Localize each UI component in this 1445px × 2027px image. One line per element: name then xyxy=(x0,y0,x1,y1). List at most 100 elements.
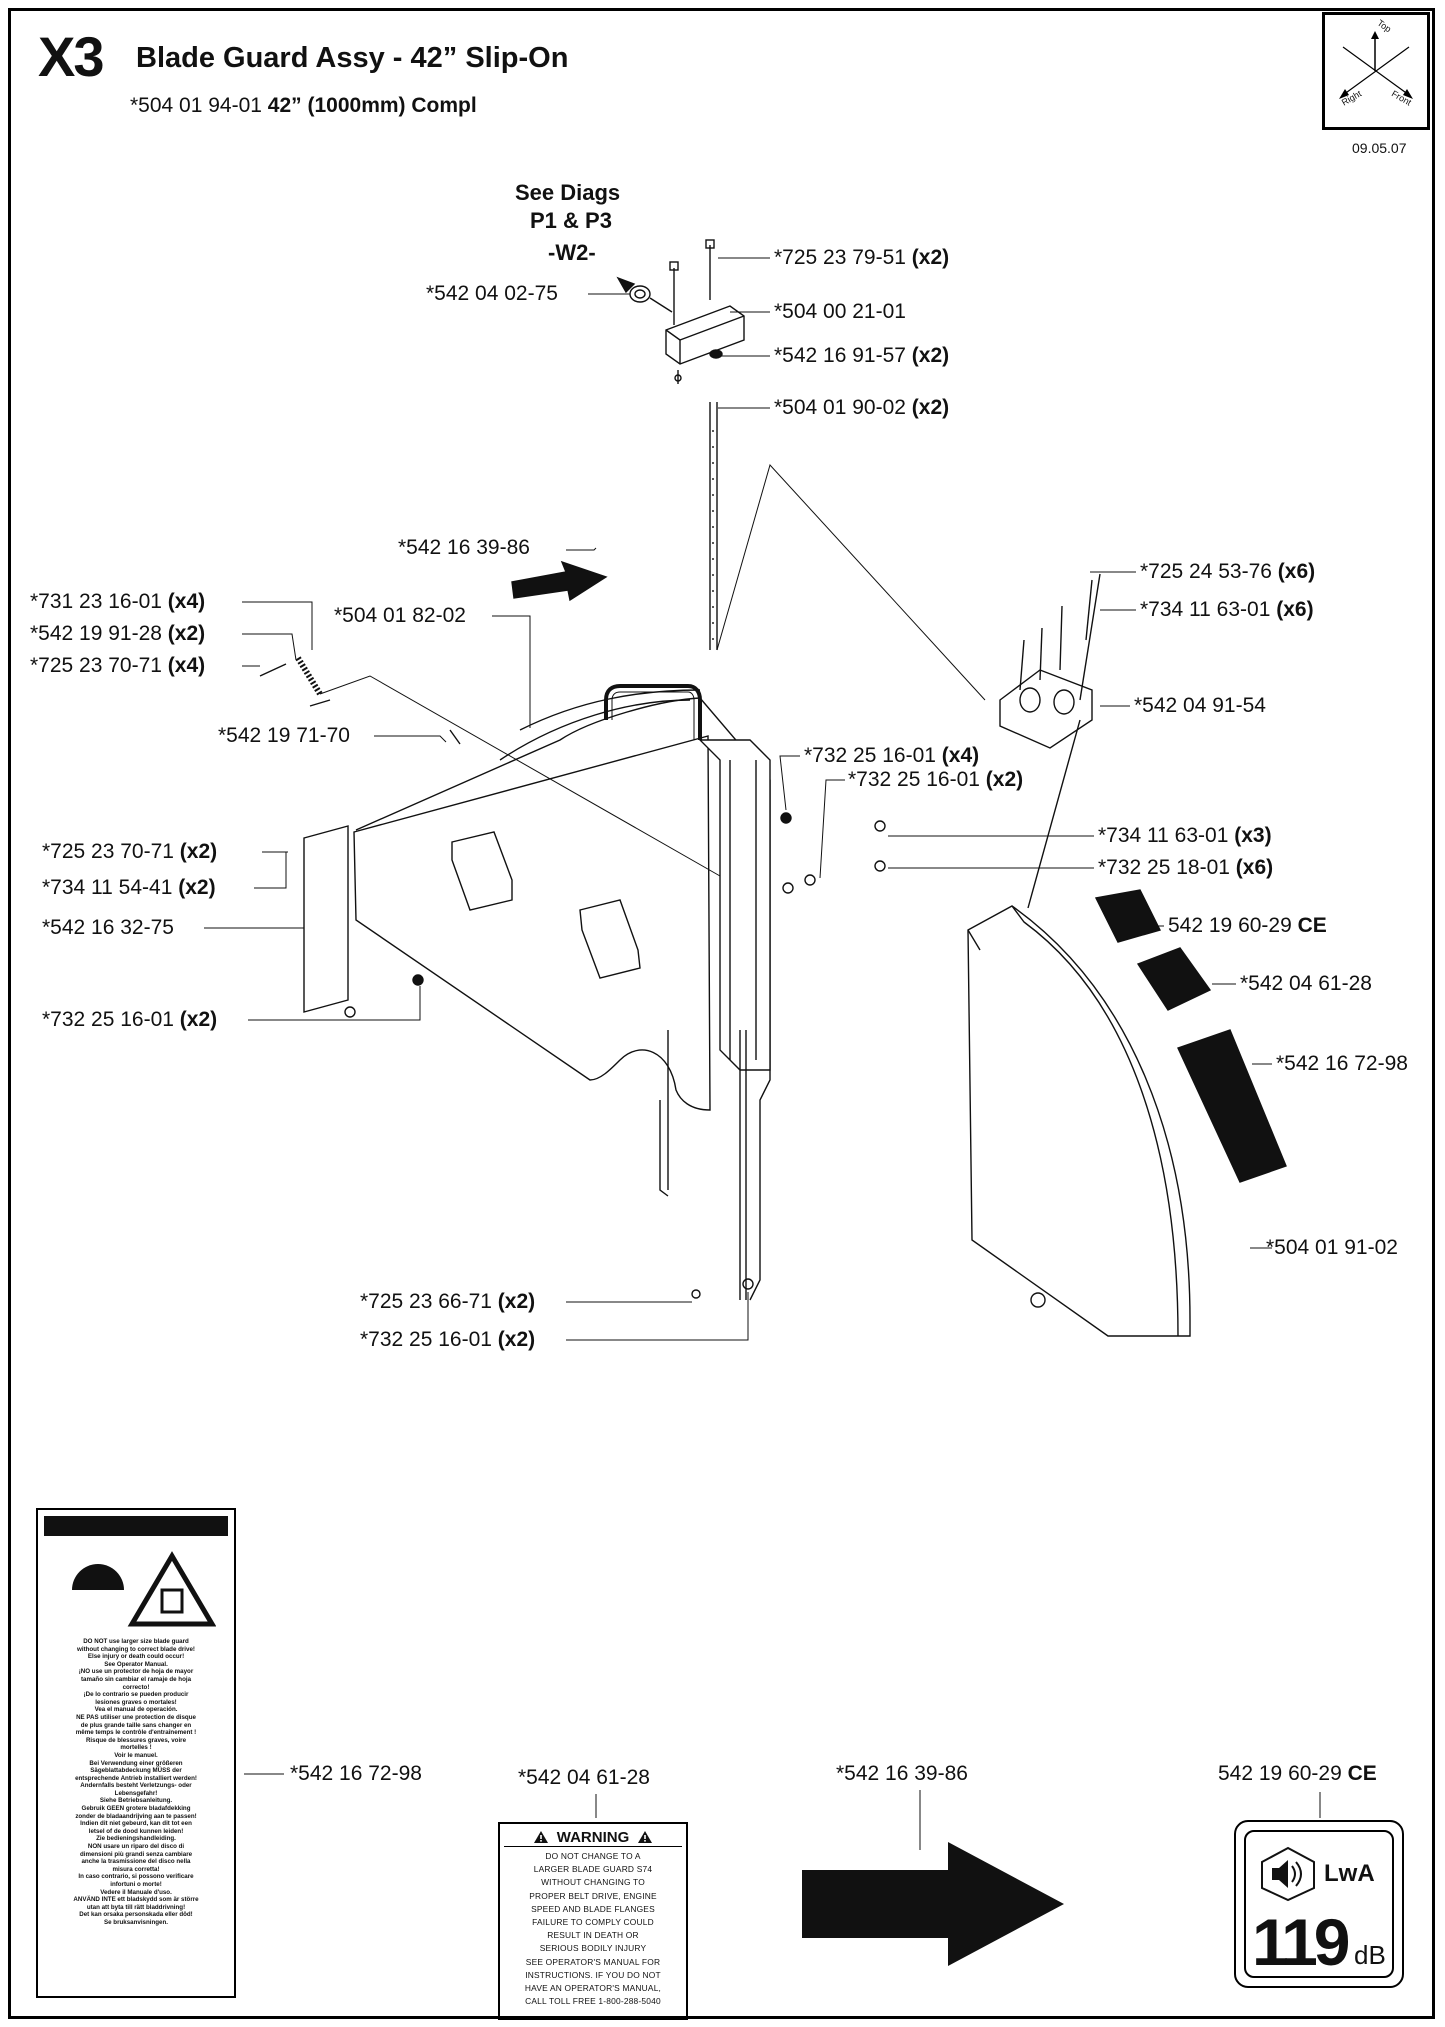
callout-542-19-91-28: *542 19 91-28 (x2) xyxy=(30,622,206,645)
ce-text-line: Indien dit niet gebeurd, kan dit tot een xyxy=(80,1820,192,1828)
arrow-decal-large xyxy=(802,1842,1064,1966)
knob xyxy=(616,276,673,313)
right-bracket xyxy=(999,669,1093,749)
callout-725-23-79-51: *725 23 79-51 (x2) xyxy=(774,246,950,269)
decal-label-542-19-60-29: 542 19 60-29 CE xyxy=(1218,1762,1377,1785)
warning-text-line: WITHOUT CHANGING TO xyxy=(541,1877,645,1888)
sound-power-decal: LwA 119 dB xyxy=(1234,1820,1404,1988)
warning-text-line: SEE OPERATOR'S MANUAL FOR xyxy=(525,1956,661,1967)
ce-text-line: Risque de blessures graves, voire xyxy=(85,1736,187,1744)
ce-text-line: mortelles ! xyxy=(120,1744,152,1752)
ce-text-line: Lebensgefahr! xyxy=(114,1789,158,1797)
callout-542-04-02-75: *542 04 02-75 xyxy=(426,282,558,305)
spring xyxy=(295,656,323,696)
ce-text-line: Gebruik GEEN grotere bladafdekking xyxy=(81,1805,191,1813)
warning-text-line: PROPER BELT DRIVE, ENGINE xyxy=(529,1890,657,1901)
callout-732-25-16-01-x2-b: *732 25 16-01 (x2) xyxy=(42,1008,218,1031)
callout-504-01-91-02: *504 01 91-02 xyxy=(1266,1236,1398,1259)
left-side-panel xyxy=(353,735,711,1111)
ce-text-line: même temps le contrôle d'entraînement ! xyxy=(75,1729,197,1737)
callout-504-00-21-01: *504 00 21-01 xyxy=(774,300,906,323)
ce-text-line: de plus grande taille sans changer en xyxy=(80,1721,192,1729)
callout-504-01-90-02: *504 01 90-02 (x2) xyxy=(774,396,950,419)
warning-text-line: FAILURE TO COMPLY COULD xyxy=(532,1917,654,1928)
ce-text-line: lesiones graves o mortales! xyxy=(95,1698,177,1706)
ce-text-line: Andernfalls besteht Verletzungs- oder xyxy=(80,1782,192,1790)
ce-text-line: without changing to correct blade drive! xyxy=(77,1645,195,1653)
washer xyxy=(709,349,723,359)
right-guard-decal-1 xyxy=(1094,889,1162,943)
ce-text-line: Vedere il Manuale d'uso. xyxy=(100,1888,172,1896)
speaker-hexagon-icon xyxy=(1261,1846,1315,1902)
ce-text-line: Sägeblattabdeckung MÜSS der xyxy=(90,1767,182,1775)
ce-text-line: letsel of de dood kunnen leiden! xyxy=(88,1827,184,1835)
warning-text-line: DO NOT CHANGE TO A xyxy=(545,1851,641,1861)
decal-label-542-16-72-98: *542 16 72-98 xyxy=(290,1762,422,1785)
ce-text-line: infortuni o morte! xyxy=(110,1881,162,1888)
ce-text-line: misura corretta! xyxy=(112,1865,160,1873)
assembly-size: 42” xyxy=(267,94,302,117)
guard-handle xyxy=(604,684,702,740)
assembly-part-number: *504 01 94-01 xyxy=(130,94,262,117)
axis-icon xyxy=(1339,31,1413,99)
ce-text-line: tamaño sin cambiar el ramaje de hoja xyxy=(80,1675,192,1683)
callout-732-25-16-01-x4: *732 25 16-01 (x4) xyxy=(804,744,980,767)
orientation-compass: Top Right Front xyxy=(1322,12,1430,130)
assembly-subtitle: *504 01 94-01 42” (1000mm) Compl xyxy=(130,94,477,118)
revision-date: 09.05.07 xyxy=(1352,140,1407,156)
lower-extension xyxy=(659,1030,747,1300)
ce-text-line: ¡De lo contrario se pueden producir xyxy=(83,1691,189,1699)
page-frame xyxy=(8,8,1435,2019)
ce-text-line: zonder de bladaandrijving aan te passen! xyxy=(75,1812,197,1820)
callout-725-23-66-71: *725 23 66-71 (x2) xyxy=(360,1290,536,1313)
ce-text-line: utan att byta till rätt bladdrivning! xyxy=(86,1903,186,1911)
callout-732-25-16-01-x2-a: *732 25 16-01 (x2) xyxy=(848,768,1024,791)
warning-text-line: SERIOUS BODILY INJURY xyxy=(539,1943,647,1954)
ce-text-line: Else injury or death could occur! xyxy=(87,1653,185,1661)
lwa-label: LwA xyxy=(1324,1860,1375,1887)
warning-text-line: RESULT IN DEATH OR xyxy=(547,1930,639,1941)
ce-text-line: entsprechende Antrieb installiert werden… xyxy=(75,1774,197,1782)
see-diags-line3: -W2- xyxy=(548,240,596,265)
ce-text-line: NE PAS utiliser une protection de disque xyxy=(76,1713,196,1721)
callout-732-25-16-01-x2-c: *732 25 16-01 (x2) xyxy=(360,1328,536,1351)
guide-rod xyxy=(709,402,718,650)
lwa-value: 119 xyxy=(1252,1905,1351,1979)
right-guard-decal-3 xyxy=(1177,1029,1287,1183)
warning-triangle-icon xyxy=(638,1831,653,1843)
warning-text-line: CALL TOLL FREE 1-800-288-5040 xyxy=(525,1996,661,2007)
callout-725-23-70-71-x2: *725 23 70-71 (x2) xyxy=(42,840,218,863)
ce-text-line: See Operator Manual. xyxy=(104,1660,168,1668)
callout-542-16-72-98: *542 16 72-98 xyxy=(1276,1052,1408,1075)
ce-text-line: anche la trasmissione del disco nella xyxy=(81,1858,191,1866)
diagram-code: X3 xyxy=(38,25,104,88)
warning-text-line: INSTRUCTIONS. IF YOU DO NOT xyxy=(525,1969,661,1980)
right-guard-decal-2 xyxy=(1136,947,1212,1011)
decal-label-542-04-61-28: *542 04 61-28 xyxy=(518,1766,650,1789)
see-diags-line1: See Diags xyxy=(515,180,621,205)
side-plate xyxy=(303,825,349,1013)
vertical-channel xyxy=(698,739,771,1071)
callout-542-19-60-29-ce: 542 19 60-29 CE xyxy=(1168,914,1327,937)
ce-text-line: Se bruksanvisningen. xyxy=(104,1918,168,1926)
callout-542-16-39-86: *542 16 39-86 xyxy=(398,536,530,559)
callout-731-23-16-01: *731 23 16-01 (x4) xyxy=(30,590,206,613)
ce-text-line: Zie bedieningshandleiding. xyxy=(96,1835,176,1843)
warning-text-line: SPEED AND BLADE FLANGES xyxy=(531,1903,655,1914)
hazard-triangle-icon xyxy=(72,1551,216,1627)
callout-734-11-63-01-x3: *734 11 63-01 (x3) xyxy=(1098,824,1272,847)
right-guard xyxy=(967,905,1191,1337)
warning-triangle-icon xyxy=(533,1831,548,1843)
mount-block xyxy=(665,305,745,365)
decal-label-542-16-39-86: *542 16 39-86 xyxy=(836,1762,968,1785)
callout-504-01-82-02: *504 01 82-02 xyxy=(334,604,466,627)
callout-542-16-32-75: *542 16 32-75 xyxy=(42,916,174,939)
lwa-unit: dB xyxy=(1354,1940,1386,1970)
diagram-title: Blade Guard Assy - 42” Slip-On xyxy=(136,42,569,74)
callout-542-19-71-70: *542 19 71-70 xyxy=(218,724,350,747)
bolts-right xyxy=(1019,573,1101,909)
ce-text-line: Det kan orsaka personskada eller död! xyxy=(79,1911,193,1919)
